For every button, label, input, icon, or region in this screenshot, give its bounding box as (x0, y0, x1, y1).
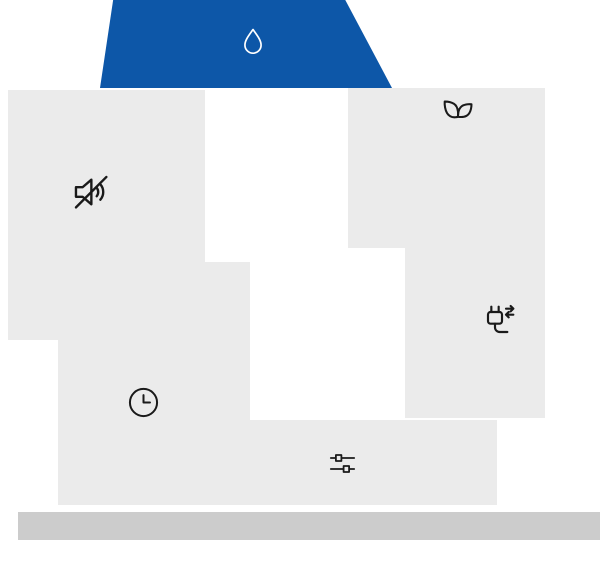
tile-bottom-wide (205, 420, 497, 505)
volume-mute-icon[interactable] (69, 170, 113, 214)
plug-sync-icon[interactable] (478, 302, 518, 342)
tile-right-mid (405, 148, 545, 418)
sliders-icon[interactable] (326, 447, 359, 480)
clock-icon[interactable] (125, 384, 162, 421)
leaf-icon[interactable] (439, 93, 477, 131)
water-drop-icon (236, 23, 270, 61)
bottom-bar (18, 512, 600, 540)
header-banner (100, 0, 392, 88)
